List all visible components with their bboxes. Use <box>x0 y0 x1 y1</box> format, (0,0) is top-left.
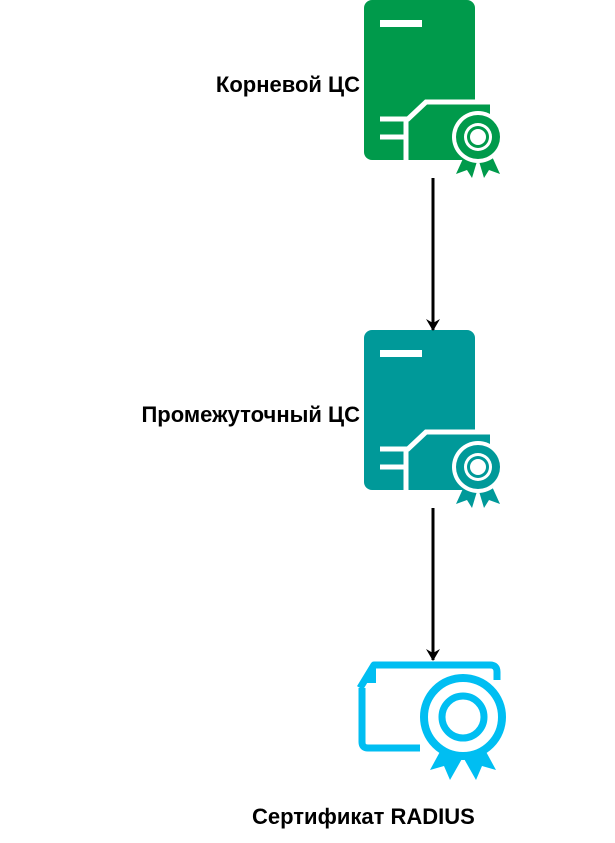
intermediate-ca-server-certificate-icon <box>364 330 504 508</box>
radius-certificate-icon <box>357 661 506 780</box>
intermediate-ca-label: Промежуточный ЦС <box>141 402 360 427</box>
root-ca-server-certificate-icon <box>364 0 504 178</box>
radius-certificate-label: Сертификат RADIUS <box>252 804 475 829</box>
root-ca-label: Корневой ЦС <box>215 72 360 97</box>
